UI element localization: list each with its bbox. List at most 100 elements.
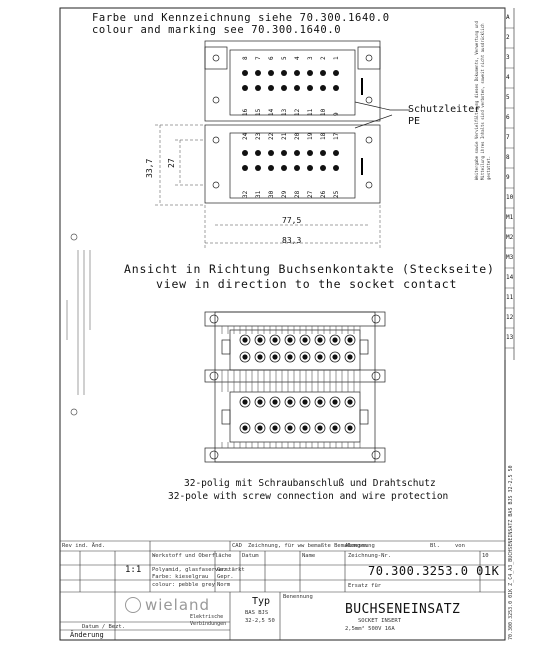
tb-material-2: Farbe: kieselgrau (152, 574, 209, 580)
screw-terminal (254, 422, 266, 434)
pin-number: 12 (294, 108, 301, 116)
screw-head (257, 399, 263, 405)
pe-label-en: PE (408, 116, 421, 127)
screw-terminal (269, 422, 281, 434)
pin-number: 31 (255, 190, 262, 198)
screw-head (332, 354, 338, 360)
view-caption-de: Ansicht in Richtung Buchsenkontakte (Ste… (124, 262, 495, 276)
screw-terminal (254, 334, 266, 346)
pin-number: 14 (268, 108, 275, 116)
screw-head (257, 425, 263, 431)
screw-terminal (344, 351, 356, 363)
screw-terminal (344, 334, 356, 346)
tb-rev-index: Rev ind. Änd. (62, 543, 106, 549)
socket-contact-dot (268, 165, 274, 171)
revision-marker: A (506, 14, 510, 21)
tb-material-1: Polyamid, glasfaserverstärkt (152, 567, 245, 573)
socket-contact-dot (307, 165, 313, 171)
tb-designation-sub2: 2,5mm² 500V 16A (345, 626, 395, 632)
screw-terminal (314, 334, 326, 346)
screw-head (332, 337, 338, 343)
copyright-notice: Weitergabe sowie Vervielfältigung dieses… (474, 21, 491, 180)
socket-contact-dot (294, 150, 300, 156)
screw-head (272, 337, 278, 343)
company-name: wieland (145, 596, 211, 614)
socket-contact-dot (242, 70, 248, 76)
tb-change: Änderung (70, 631, 104, 639)
screw-head (347, 337, 353, 343)
screw-terminal (284, 351, 296, 363)
revision-marker: 5 (506, 94, 510, 101)
screw-terminal (299, 351, 311, 363)
dimension-lines (155, 124, 381, 250)
screw-terminal (239, 396, 251, 408)
socket-contact-dot (320, 150, 326, 156)
pin-number: 13 (281, 108, 288, 116)
pin-number: 22 (268, 132, 275, 140)
screw-head (242, 425, 248, 431)
screw-head (317, 399, 323, 405)
screw-terminal (329, 396, 341, 408)
view-caption-en: view in direction to the socket contact (156, 277, 458, 291)
tb-replace-label: Ersatz für (348, 583, 382, 589)
socket-contact-dot (255, 150, 261, 156)
pin-number: 21 (281, 132, 288, 140)
side-drawing-code: 70.300.3253.0 01K Z_C4_A3_BUCHSENEINSATZ… (508, 465, 514, 640)
dim-inner: 27 (167, 158, 176, 168)
revision-marker: 3 (506, 54, 510, 61)
screw-head (302, 425, 308, 431)
socket-contact-dot (320, 165, 326, 171)
pin-number: 27 (307, 190, 314, 198)
screw-terminal (269, 396, 281, 408)
tb-date-label: Datum (242, 553, 259, 559)
socket-contact-dot (281, 165, 287, 171)
insert-body (214, 311, 376, 463)
socket-contact-dot (255, 70, 261, 76)
dim-width-inner: 77,5 (282, 216, 302, 225)
company-sub-2: Verbindungen (190, 621, 227, 627)
screw-terminal (329, 351, 341, 363)
tb-name-label: Name (302, 553, 316, 559)
desc-caption-de: 32-polig mit Schraubanschluß und Drahtsc… (184, 478, 436, 489)
screw-terminal (254, 351, 266, 363)
revision-marker: M1 (506, 214, 514, 221)
tb-sheet: Bl. (430, 543, 440, 549)
screw-terminal (329, 334, 341, 346)
socket-contact-dot (333, 70, 339, 76)
pin-number: 3 (307, 56, 314, 60)
screw-head (287, 354, 293, 360)
connector-front-view (204, 311, 386, 463)
header-line-en: colour and marking see 70.300.1640.0 (92, 24, 342, 36)
socket-contact-dot (268, 70, 274, 76)
revision-marker: 8 (506, 154, 510, 161)
punch-hole-bottom (70, 408, 78, 416)
screw-head (287, 337, 293, 343)
screw-head (257, 354, 263, 360)
dim-width-outer: 83,3 (282, 236, 302, 245)
tb-drawing-number: 70.300.3253.0 01K (368, 564, 500, 578)
revision-marker: 14 (506, 274, 514, 281)
socket-contact-dot (333, 150, 339, 156)
pin-number: 32 (242, 190, 249, 198)
pin-number: 17 (333, 132, 340, 140)
revision-marker: 12 (506, 314, 514, 321)
pin-number: 10 (320, 108, 327, 116)
title-block-lines (60, 540, 505, 640)
screw-head (242, 399, 248, 405)
lower-housing (204, 124, 381, 204)
screw-terminal (314, 422, 326, 434)
socket-contact-dot (320, 70, 326, 76)
screw-terminal (299, 422, 311, 434)
socket-contacts-top (242, 70, 339, 171)
socket-contact-dot (307, 70, 313, 76)
screw-terminal (239, 351, 251, 363)
screw-terminal (299, 334, 311, 346)
socket-contact-dot (242, 150, 248, 156)
pin-number: 25 (333, 190, 340, 198)
screw-terminal (284, 396, 296, 408)
revision-marker: 2 (506, 34, 510, 41)
tb-drawn: Gez. (217, 567, 231, 573)
socket-contact-dot (294, 70, 300, 76)
screw-terminal (239, 422, 251, 434)
tb-designation-label: Benennung (283, 594, 313, 600)
